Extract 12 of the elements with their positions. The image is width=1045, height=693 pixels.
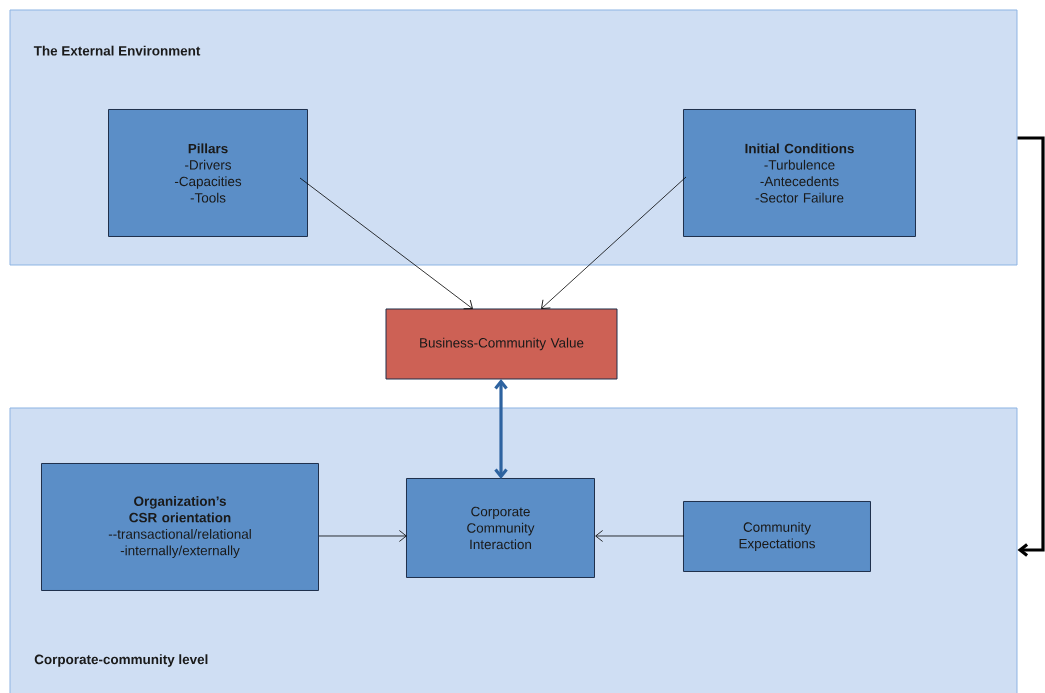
arrow	[318, 530, 407, 542]
arrow	[494, 379, 508, 479]
arrow	[595, 530, 685, 542]
box: Business-Community Value	[385, 308, 618, 380]
box: Pillars -Drivers -Capacities -Tools	[108, 109, 308, 237]
box: Organization’s CSR orientation --transactional/relational -internally/externally	[41, 463, 319, 591]
box: Initial Conditions -Turbulence -Antecedents -Sector Failure	[683, 109, 916, 237]
arrow	[299, 177, 473, 310]
box: Corporate Community Interaction	[406, 478, 595, 578]
arrow	[1017, 136, 1045, 557]
arrow	[541, 176, 687, 309]
box: Community Expectations	[683, 501, 871, 572]
